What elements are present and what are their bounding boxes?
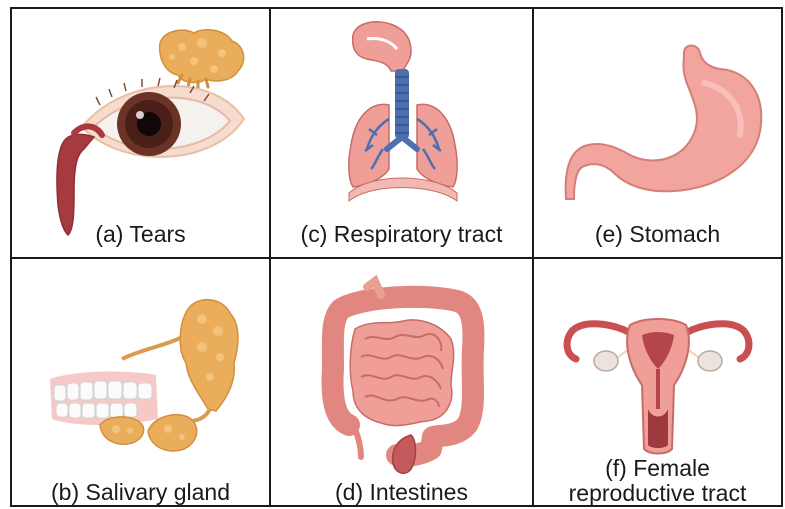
tear-duct: [57, 126, 102, 235]
panel-tears: (a) Tears: [10, 7, 271, 259]
label-tears: (a) Tears: [12, 222, 269, 247]
respiratory-tract-illustration: [271, 9, 532, 257]
intestines-illustration: [271, 259, 532, 505]
label-line-1: (f) Female: [534, 456, 781, 481]
salivary-gland-illustration: [12, 259, 269, 505]
label-line-2: reproductive tract: [534, 481, 781, 506]
panel-female-reproductive-tract: (f) Female reproductive tract: [532, 257, 783, 507]
nasal-cavity: [353, 22, 411, 71]
teeth: [50, 372, 158, 425]
eye-tear-gland-illustration: [12, 9, 269, 257]
label-female-reproductive-tract: (f) Female reproductive tract: [534, 456, 781, 506]
eye: [82, 78, 244, 157]
stomach-illustration: [534, 9, 781, 257]
label-intestines: (d) Intestines: [271, 480, 532, 505]
lacrimal-gland: [160, 30, 244, 89]
organ-grid: (a) Tears (c) Respiratory trac: [10, 7, 783, 507]
panel-stomach: (e) Stomach: [532, 7, 783, 259]
label-stomach: (e) Stomach: [534, 222, 781, 247]
panel-respiratory-tract: (c) Respiratory tract: [269, 7, 534, 259]
panel-salivary-gland: (b) Salivary gland: [10, 257, 271, 507]
panel-intestines: (d) Intestines: [269, 257, 534, 507]
rectum: [355, 429, 416, 473]
trachea: [387, 69, 417, 149]
uterus: [627, 319, 689, 454]
label-salivary-gland: (b) Salivary gland: [12, 480, 269, 505]
label-respiratory-tract: (c) Respiratory tract: [271, 222, 532, 247]
